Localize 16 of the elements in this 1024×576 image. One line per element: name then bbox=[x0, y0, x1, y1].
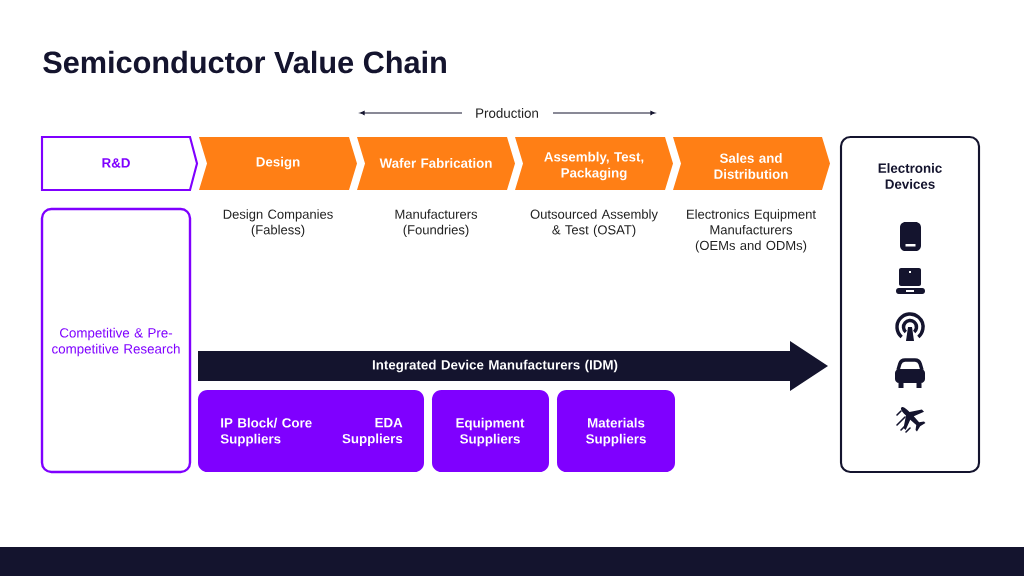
chevron-step: Assembly, Test, Packaging bbox=[515, 137, 673, 190]
supplier-box: Materials Suppliers bbox=[557, 390, 675, 472]
chevron-step: R&D bbox=[40, 135, 199, 192]
role-caption: Design Companies (Fabless) bbox=[223, 209, 333, 237]
chevron-step: Wafer Fabrication bbox=[357, 137, 515, 190]
role-caption: Outsourced Assembly & Test (OSAT) bbox=[530, 209, 658, 237]
section-label: Production bbox=[476, 108, 538, 118]
title: Semiconductor Value Chain bbox=[43, 50, 446, 74]
device-panel: Electronic Devices bbox=[839, 135, 981, 474]
role-caption: Manufacturers (Foundries) bbox=[395, 209, 478, 237]
role-caption: Electronics Equipment Manufacturers (OEMs and ODMs) bbox=[687, 209, 816, 253]
supplier-box: Equipment Suppliers bbox=[432, 390, 549, 472]
research-box: Competitive & Pre-competitive Research bbox=[40, 207, 192, 474]
supplier-box: IP Block/ Core Suppliers EDA Suppliers bbox=[198, 390, 424, 472]
chevron-step: Sales and Distribution bbox=[673, 137, 830, 190]
chevron-step: Design bbox=[199, 137, 357, 190]
